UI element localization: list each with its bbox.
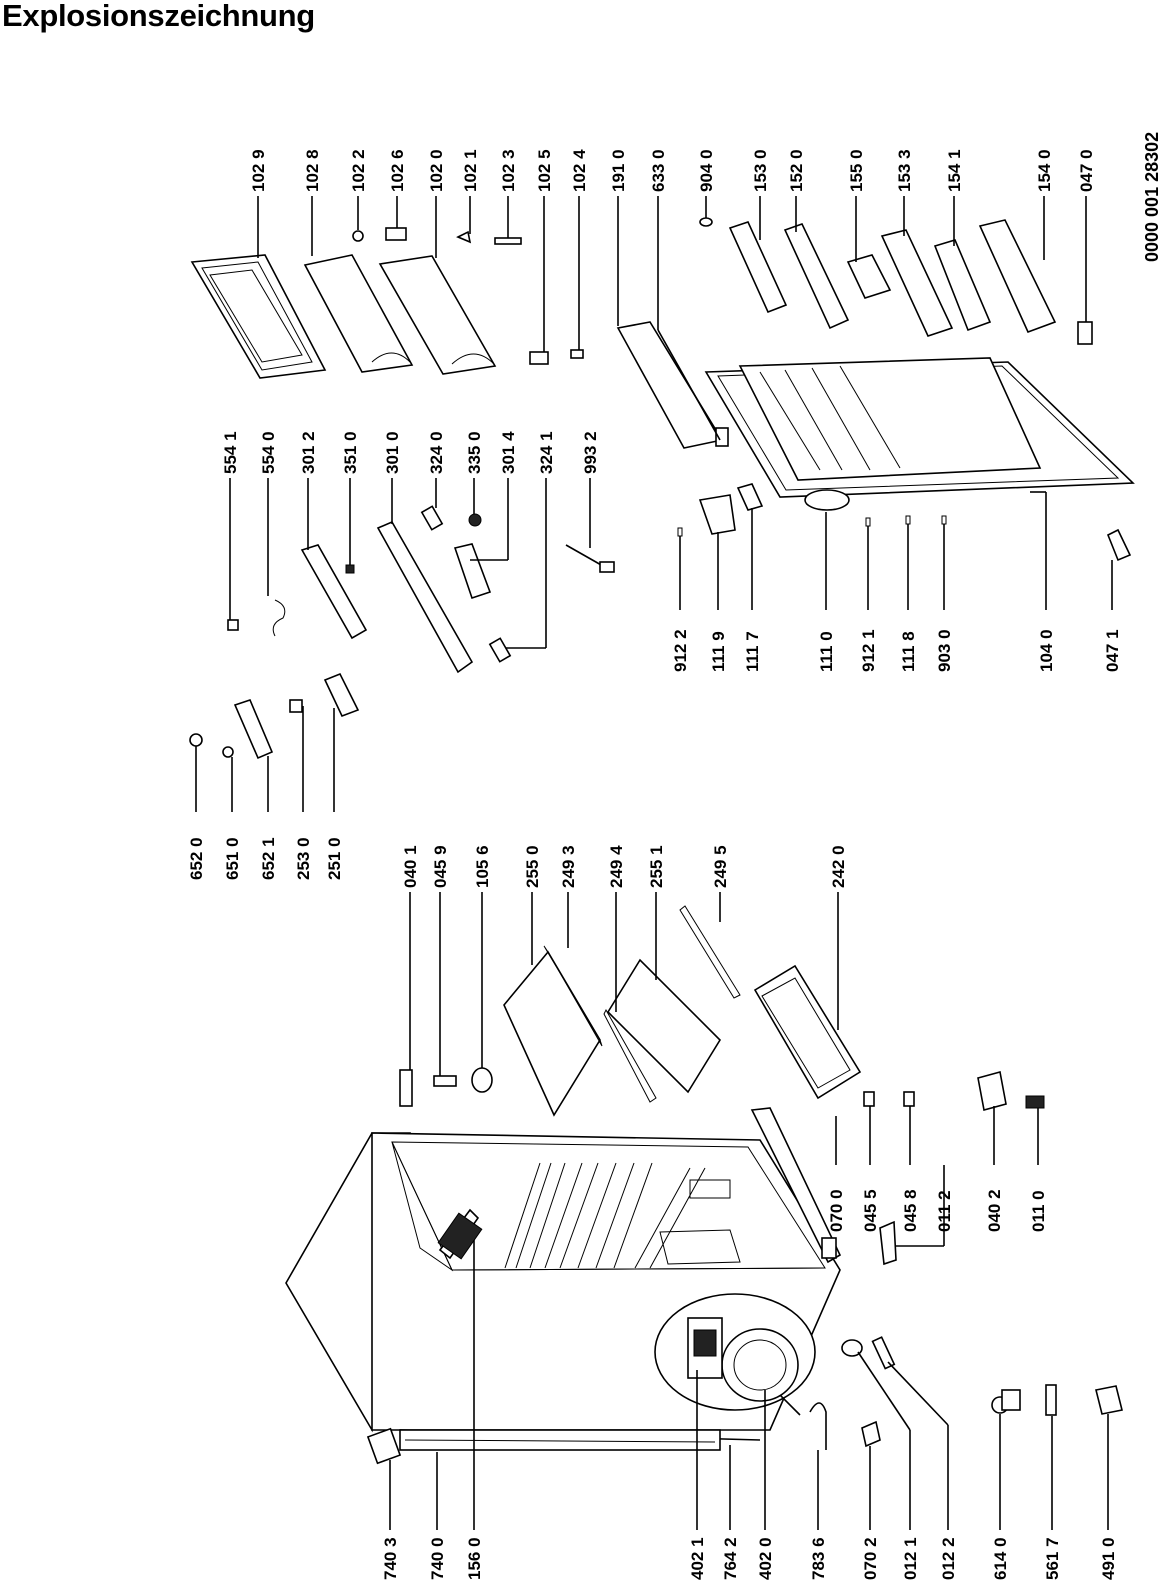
label-0121: 012 1 bbox=[901, 1537, 920, 1580]
label-0112: 011 2 bbox=[935, 1190, 954, 1232]
document-number: 0000 001 28302 bbox=[1142, 132, 1162, 262]
label-5540: 554 0 bbox=[259, 431, 278, 474]
label-3350: 335 0 bbox=[465, 431, 484, 474]
label-4021: 402 1 bbox=[688, 1537, 707, 1580]
label-1540: 154 0 bbox=[1035, 149, 1054, 192]
label-6521: 652 1 bbox=[259, 837, 278, 880]
part-labels: 102 9 102 8 102 2 102 6 102 0 102 1 102 … bbox=[187, 132, 1162, 1580]
label-0700: 070 0 bbox=[827, 1189, 846, 1232]
label-1026: 102 6 bbox=[388, 149, 407, 192]
label-9040: 904 0 bbox=[697, 149, 716, 192]
label-2551: 255 1 bbox=[647, 845, 666, 888]
freezer-door-frame bbox=[190, 254, 327, 379]
label-0401: 040 1 bbox=[401, 845, 420, 888]
top-shelf-bar bbox=[616, 321, 724, 449]
label-2495: 249 5 bbox=[711, 845, 730, 888]
label-4020: 402 0 bbox=[756, 1537, 775, 1580]
label-1119: 111 9 bbox=[709, 631, 728, 672]
label-1056: 105 6 bbox=[473, 845, 492, 888]
glass-shelf-upper bbox=[503, 950, 601, 1117]
label-2493: 249 3 bbox=[559, 845, 578, 888]
page-title: Explosionszeichnung bbox=[2, 0, 315, 33]
label-3240: 324 0 bbox=[427, 431, 446, 474]
leader-lines bbox=[195, 196, 1113, 1530]
label-0458: 045 8 bbox=[901, 1189, 920, 1232]
label-2420: 242 0 bbox=[829, 845, 848, 888]
label-2494: 249 4 bbox=[607, 845, 626, 888]
door-balcony-1540 bbox=[978, 219, 1057, 334]
label-1560: 156 0 bbox=[465, 1537, 484, 1580]
label-6140: 614 0 bbox=[991, 1537, 1010, 1580]
label-1025: 102 5 bbox=[535, 149, 554, 192]
door-balcony-1530 bbox=[728, 221, 788, 314]
egg-insert-top bbox=[699, 217, 713, 227]
fridge-cabinet bbox=[285, 1107, 842, 1465]
label-5541: 554 1 bbox=[221, 431, 240, 474]
label-7403: 740 3 bbox=[381, 1537, 400, 1580]
label-6520: 652 0 bbox=[187, 837, 206, 880]
door-panel-a bbox=[303, 254, 414, 373]
label-1541: 154 1 bbox=[945, 149, 964, 192]
label-0702: 070 2 bbox=[861, 1537, 880, 1580]
main-door bbox=[704, 357, 1135, 511]
label-1021: 102 1 bbox=[461, 149, 480, 192]
label-0471: 047 1 bbox=[1103, 629, 1122, 672]
door-panel-b bbox=[378, 255, 497, 375]
label-1118: 111 8 bbox=[899, 631, 918, 672]
label-2510: 251 0 bbox=[325, 837, 344, 880]
label-0110: 011 0 bbox=[1029, 1190, 1048, 1232]
label-9122: 912 2 bbox=[671, 629, 690, 672]
label-2550: 255 0 bbox=[523, 845, 542, 888]
label-6510: 651 0 bbox=[223, 837, 242, 880]
label-7642: 764 2 bbox=[721, 1537, 740, 1580]
compressor-assembly bbox=[654, 1293, 816, 1416]
egg-tray bbox=[846, 254, 892, 299]
label-5617: 561 7 bbox=[1043, 1537, 1062, 1580]
label-1117: 111 7 bbox=[743, 631, 762, 672]
label-0455: 045 5 bbox=[861, 1189, 880, 1232]
label-1028: 102 8 bbox=[303, 149, 322, 192]
label-1530: 153 0 bbox=[751, 149, 770, 192]
thermostat-housing bbox=[300, 544, 368, 640]
label-0459: 045 9 bbox=[431, 845, 450, 888]
label-1020: 102 0 bbox=[427, 149, 446, 192]
label-1029: 102 9 bbox=[249, 149, 268, 192]
glass-shelf-lower bbox=[606, 958, 722, 1094]
door-balcony-1541 bbox=[933, 239, 992, 332]
label-1550: 155 0 bbox=[847, 149, 866, 192]
label-0122: 012 2 bbox=[939, 1537, 958, 1580]
label-3241: 324 1 bbox=[537, 431, 556, 474]
label-1533: 153 3 bbox=[895, 149, 914, 192]
label-3510: 351 0 bbox=[341, 431, 360, 474]
label-1910: 191 0 bbox=[609, 149, 628, 192]
label-1024: 102 4 bbox=[570, 149, 589, 192]
label-7400: 740 0 bbox=[428, 1537, 447, 1580]
label-7836: 783 6 bbox=[809, 1537, 828, 1580]
label-4910: 491 0 bbox=[1099, 1537, 1118, 1580]
label-1040: 104 0 bbox=[1037, 629, 1056, 672]
door-balcony-1520 bbox=[783, 223, 850, 330]
label-1023: 102 3 bbox=[499, 149, 518, 192]
label-9030: 903 0 bbox=[935, 629, 954, 672]
label-1520: 152 0 bbox=[787, 149, 806, 192]
label-0402: 040 2 bbox=[985, 1189, 1004, 1232]
label-3012: 301 2 bbox=[299, 431, 318, 474]
label-2530: 253 0 bbox=[294, 837, 313, 880]
label-0470: 047 0 bbox=[1077, 149, 1096, 192]
label-3010: 301 0 bbox=[383, 431, 402, 474]
label-9932: 993 2 bbox=[581, 431, 600, 474]
label-9121: 912 1 bbox=[859, 629, 878, 672]
crisper-drawer bbox=[753, 964, 862, 1100]
door-balcony-1533 bbox=[880, 229, 954, 337]
label-6330: 633 0 bbox=[649, 149, 668, 192]
label-1110: 111 0 bbox=[817, 631, 836, 672]
label-3014: 301 4 bbox=[499, 431, 518, 474]
control-panel bbox=[376, 520, 474, 674]
label-1022: 102 2 bbox=[349, 149, 368, 192]
